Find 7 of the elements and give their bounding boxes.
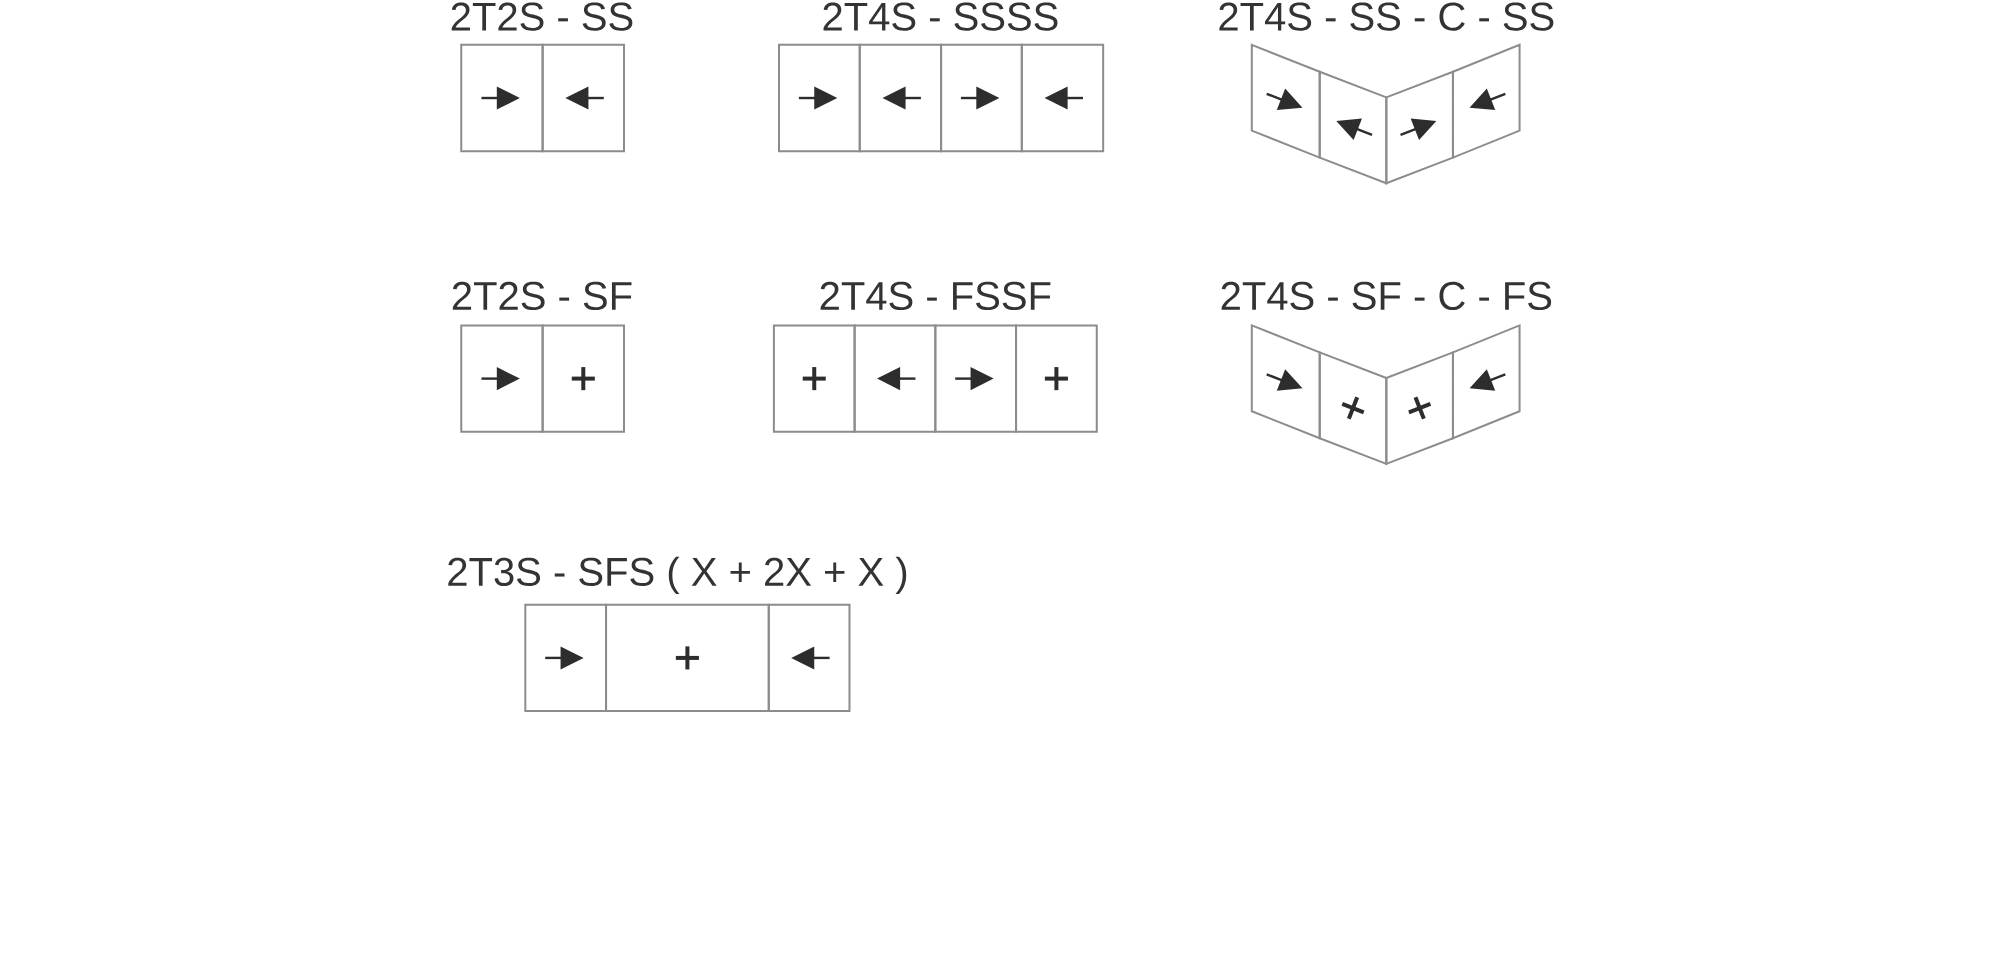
configuration-title: 2T4S - SSSS — [823, 2, 1058, 32]
configuration-title: 2T3S - SFS ( X + 2X + X ) — [448, 556, 907, 595]
configuration-title: 2T4S - SS - C - SS — [1219, 2, 1554, 32]
configuration-title: 2T4S - SF - C - FS — [1221, 282, 1552, 311]
configuration-title: 2T2S - SF — [452, 282, 632, 311]
configuration-title: 2T4S - FSSF — [820, 282, 1051, 311]
configuration-title: 2T2S - SS — [451, 2, 633, 32]
